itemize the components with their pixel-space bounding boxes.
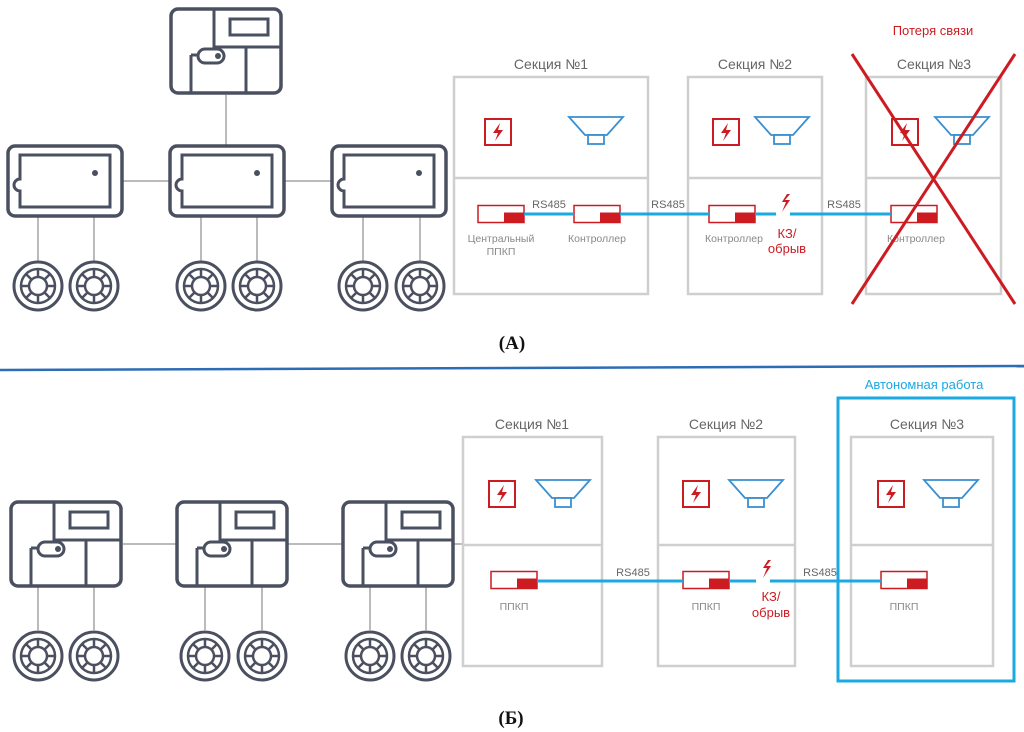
- section-b1: Секция №1 ППКП: [461, 416, 604, 668]
- smoke-detector-icon: [231, 260, 283, 312]
- smoke-detector-icon: [175, 260, 227, 312]
- ppkp-device: [682, 570, 730, 590]
- ppkp-device: [880, 570, 928, 590]
- power-icon: [712, 118, 740, 146]
- smoke-detector-icon: [400, 630, 452, 682]
- section-b2: Секция №2 ППКП: [656, 416, 797, 668]
- ppkp-device: [490, 570, 538, 590]
- panel-b: Секция №1 ППКП Секция №2 ППКП Автономная…: [9, 377, 1016, 729]
- controller-icon: [168, 144, 286, 218]
- caption-b: (Б): [498, 708, 523, 729]
- central-panel-device: [477, 204, 525, 224]
- autonomous-frame: [836, 396, 1016, 683]
- section-a2: Секция №2 Контроллер: [686, 56, 824, 296]
- smoke-detector-icon: [68, 260, 120, 312]
- fault-label-2: обрыв: [768, 241, 806, 256]
- status-label: Автономная работа: [865, 377, 984, 392]
- controller-icon: [6, 144, 124, 218]
- caption-a: (А): [499, 333, 525, 354]
- smoke-detector-icon: [337, 260, 389, 312]
- lost-connection-cross: [850, 53, 1017, 305]
- fault-label-2: обрыв: [752, 605, 790, 620]
- bus-label: RS485: [616, 567, 650, 579]
- section-b3: Автономная работа Секция №3 ППКП: [836, 377, 1016, 683]
- power-icon: [877, 480, 905, 508]
- smoke-detector-icon: [179, 630, 231, 682]
- ppkp-label: ППКП: [692, 601, 721, 613]
- section-title: Секция №1: [495, 416, 569, 432]
- network-a: [6, 7, 448, 312]
- rs485-bus-a: RS485 RS485 RS485 КЗ/ обрыв: [524, 194, 891, 256]
- bus-label: RS485: [651, 199, 685, 211]
- divider-line: [0, 364, 1024, 372]
- power-icon: [484, 118, 512, 146]
- control-panel-icon: [9, 500, 123, 588]
- smoke-detector-icon: [344, 630, 396, 682]
- control-panel-icon: [175, 500, 289, 588]
- smoke-detector-icon: [12, 630, 64, 682]
- section-title: Секция №2: [689, 416, 763, 432]
- smoke-detector-icon: [394, 260, 446, 312]
- controller-icon: [330, 144, 448, 218]
- controller-label: Контроллер: [705, 233, 763, 245]
- bus-label: RS485: [532, 199, 566, 211]
- rs485-bus-b: RS485 RS485 КЗ/ обрыв: [537, 560, 881, 620]
- controller-label: Контроллер: [568, 233, 626, 245]
- network-b: [9, 500, 463, 682]
- power-icon: [682, 480, 710, 508]
- status-label: Потеря связи: [893, 23, 974, 38]
- power-icon: [488, 480, 516, 508]
- section-a1: Секция №1 Центральный ППКП Контроллер: [452, 56, 650, 296]
- ppkp-label: ППКП: [500, 601, 529, 613]
- fault-label-1: КЗ/: [778, 226, 797, 241]
- central-panel-label-2: ППКП: [487, 246, 516, 258]
- ppkp-label: ППКП: [890, 601, 919, 613]
- control-panel-icon: [341, 500, 455, 588]
- control-panel-icon: [169, 7, 283, 95]
- section-title: Секция №1: [514, 56, 588, 72]
- bus-label: RS485: [803, 567, 837, 579]
- section-title: Секция №3: [890, 416, 964, 432]
- fault-label-1: КЗ/: [762, 589, 781, 604]
- controller-label: Контроллер: [887, 233, 945, 245]
- controller-device: [708, 204, 756, 224]
- section-title: Секция №3: [897, 56, 971, 72]
- panel-a: Секция №1 Центральный ППКП Контроллер Се…: [6, 7, 1017, 354]
- smoke-detector-icon: [12, 260, 64, 312]
- section-a3: Потеря связи Секция №3 Контроллер: [864, 23, 1003, 296]
- central-panel-label-1: Центральный: [468, 233, 535, 245]
- section-title: Секция №2: [718, 56, 792, 72]
- smoke-detector-icon: [236, 630, 288, 682]
- smoke-detector-icon: [68, 630, 120, 682]
- bus-label: RS485: [827, 199, 861, 211]
- controller-device: [573, 204, 621, 224]
